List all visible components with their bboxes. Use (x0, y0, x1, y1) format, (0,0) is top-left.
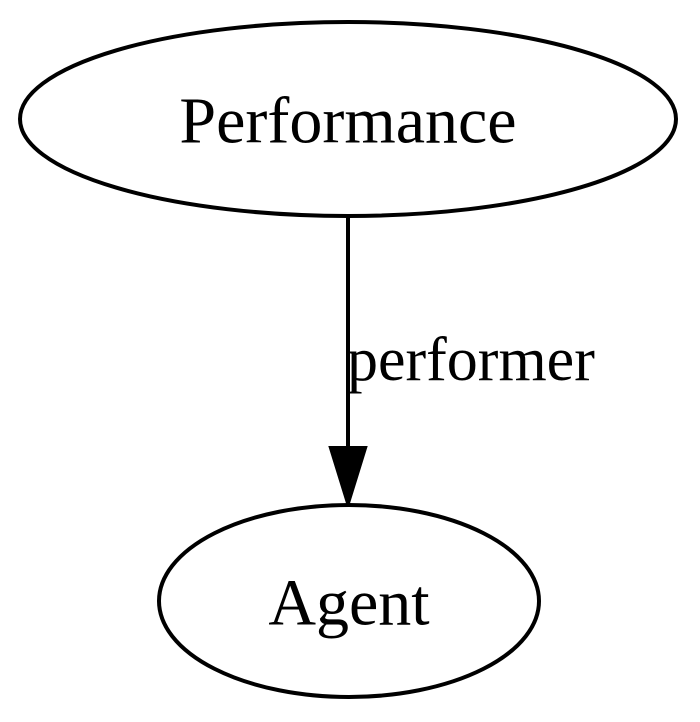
node-agent-label: Agent (268, 567, 429, 640)
node-performance: Performance (18, 20, 678, 218)
edge-performer-label: performer (347, 326, 595, 394)
edge-performer-arrowhead (328, 446, 368, 510)
node-agent: Agent (157, 503, 541, 699)
node-performance-label: Performance (179, 85, 516, 158)
node-agent-ellipse (157, 503, 541, 699)
edge-performer: performer (328, 216, 595, 510)
